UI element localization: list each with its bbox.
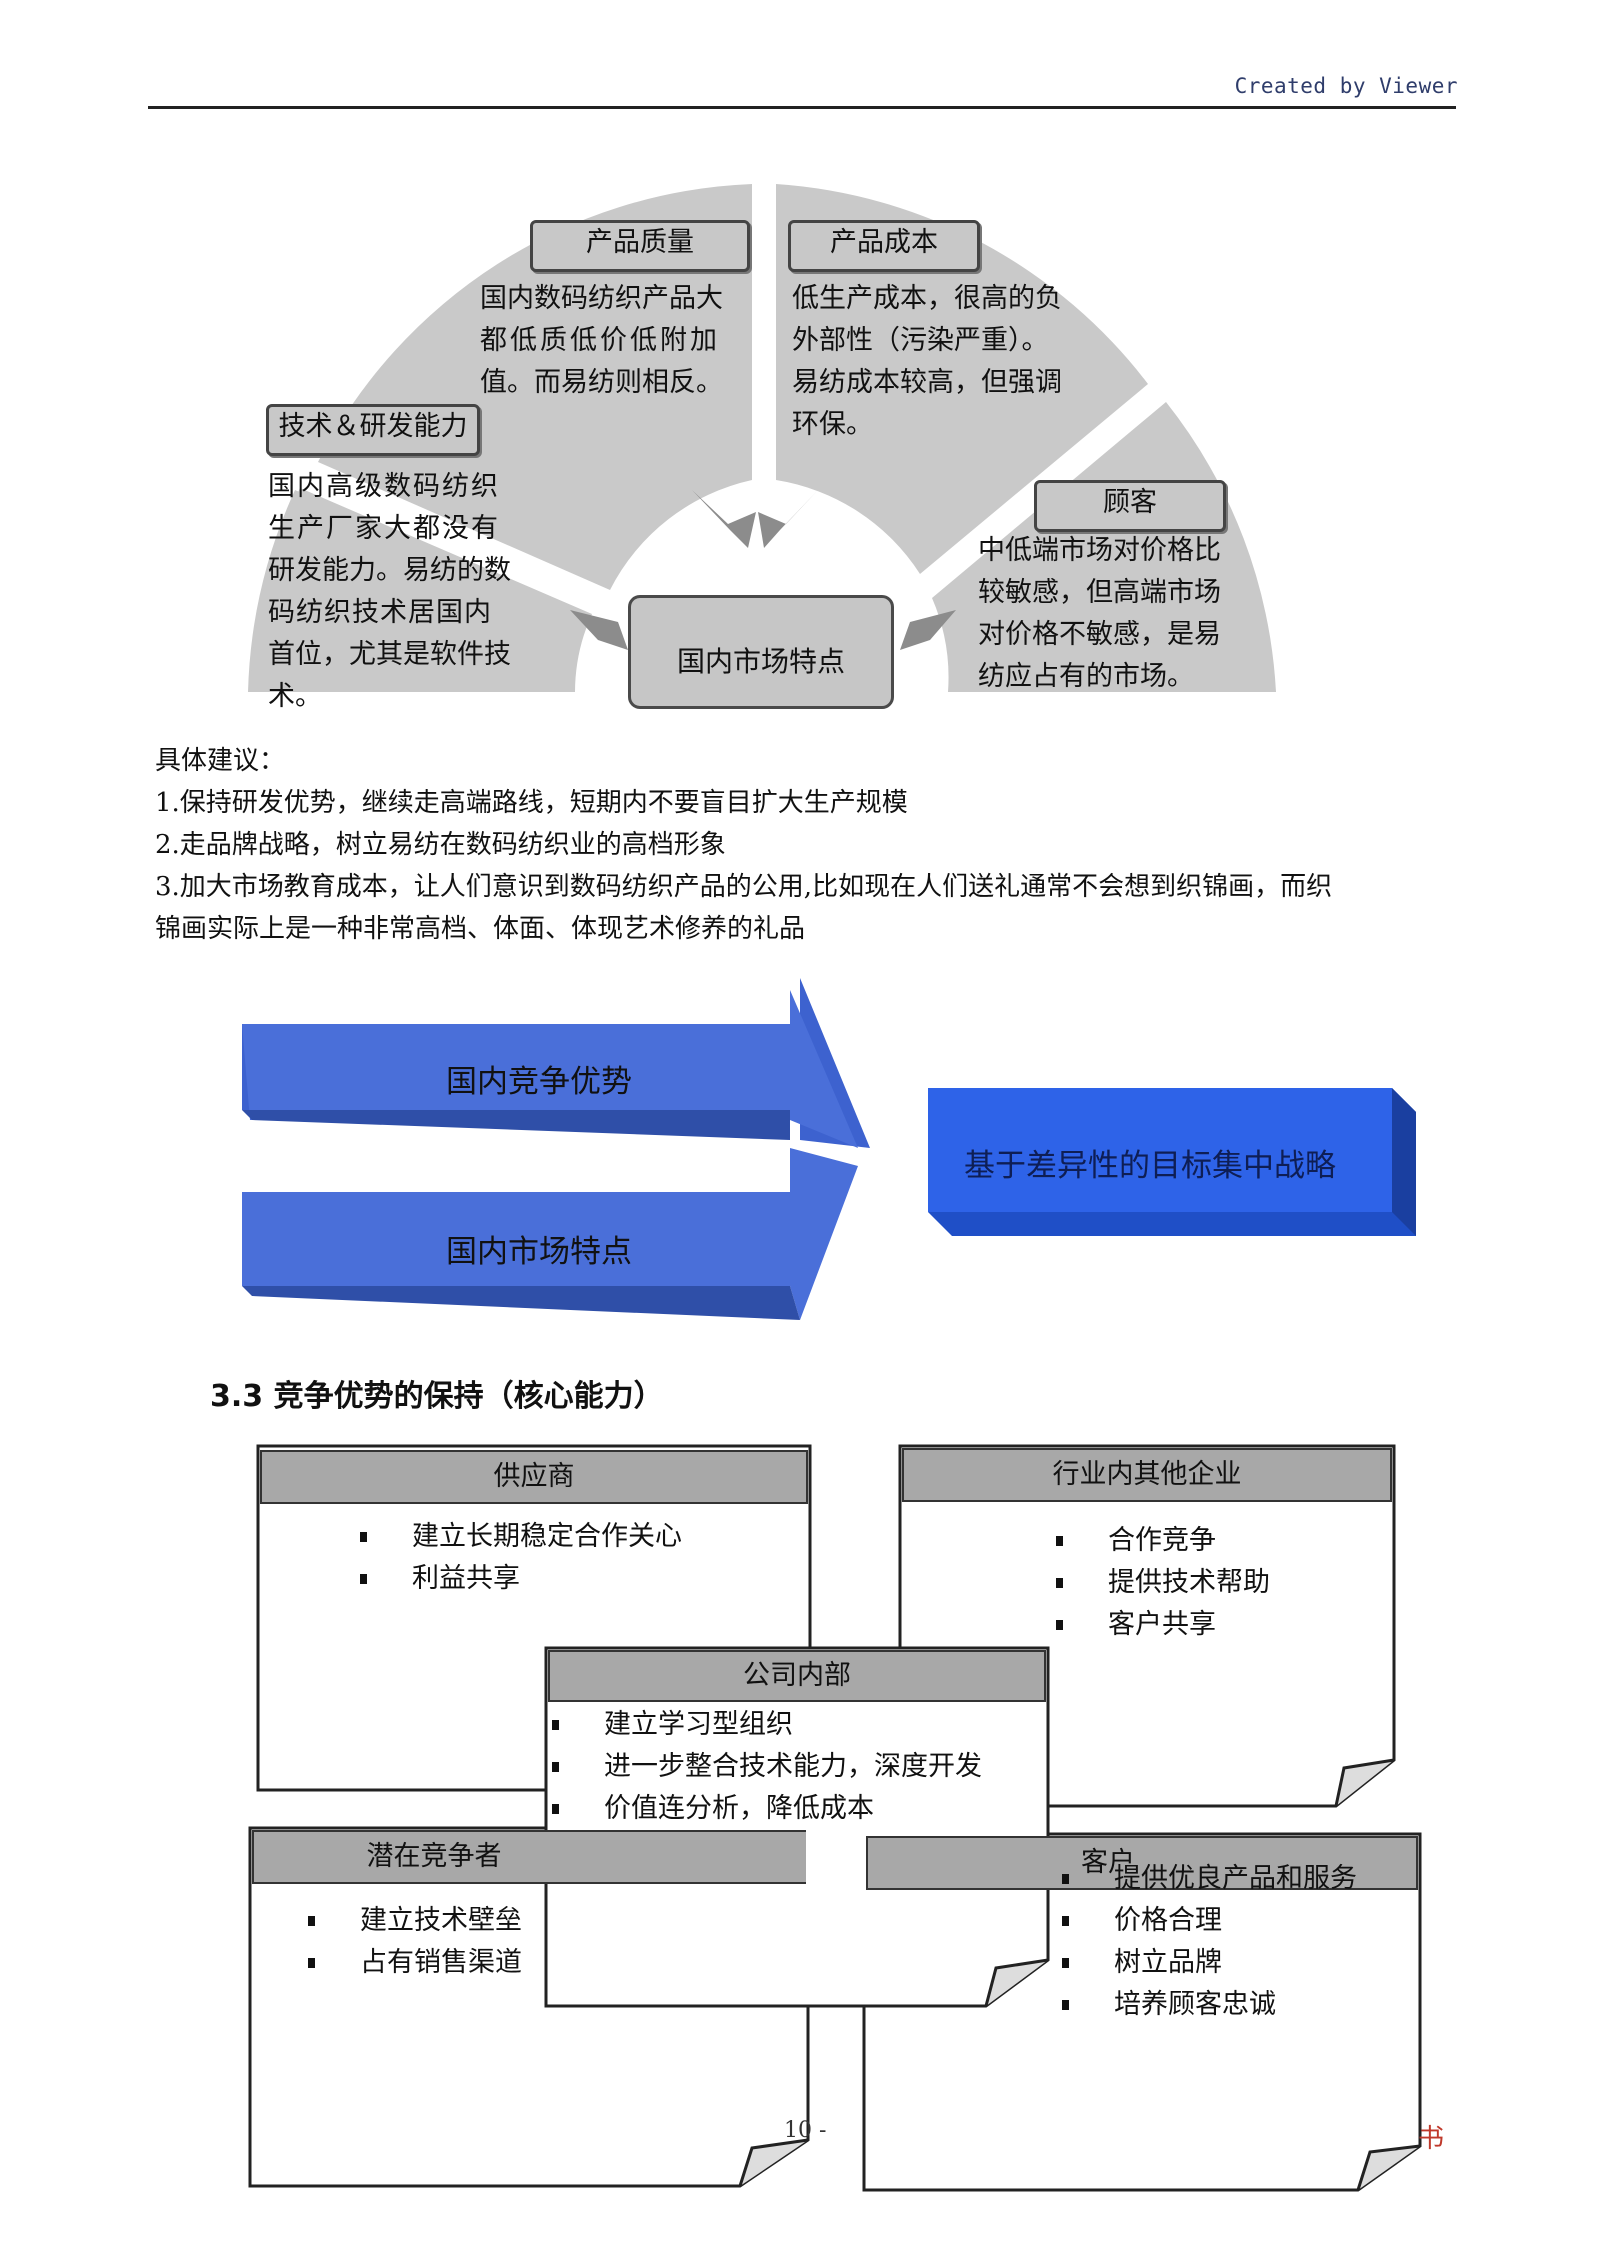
fan-sector-customer [932,402,1276,692]
arrow-quality [692,490,756,548]
fan-center-box: 国内市场特点 [628,595,894,709]
card-list-customer: 提供优良产品和服务 价格合理 树立品牌 培养顾客忠诚 [1062,1858,1357,2026]
card-list-potential: 建立技术壁垒 占有销售渠道 [308,1900,522,1984]
list-item: 客户共享 [1056,1604,1270,1646]
card-list-internal: 建立学习型组织 进一步整合技术能力，深度开发 价值连分析，降低成本 [552,1704,982,1830]
list-item: 占有销售渠道 [308,1942,522,1984]
header-divider [148,106,1456,109]
segment-text-tech: 国内高级数码纺织 生产厂家大都没有 研发能力。易纺的数 码纺织技术居国内 首位，… [268,471,511,712]
segment-text-quality: 国内数码纺织产品大 都低质低价低附加 值。而易纺则相反。 [480,283,723,398]
arrow-customer [900,610,956,650]
list-item: 提供技术帮助 [1056,1562,1270,1604]
arrow-label-competitive: 国内竞争优势 [446,1064,632,1100]
arrow-cost [758,490,818,548]
page-number: 10 - [784,2118,827,2143]
target-label: 基于差异性的目标集中战略 [964,1148,1336,1184]
segment-title-tech: 技术＆研发能力 [266,404,480,456]
card-list-supplier: 建立长期稳定合作关心 利益共享 [360,1516,682,1600]
segment-text-cost: 低生产成本，很高的负 外部性（污染严重）。 易纺成本较高，但强调 环保。 [792,283,1062,440]
segment-title-quality: 产品质量 [530,220,750,272]
fan-sector-cost [776,184,1148,574]
list-item: 建立学习型组织 [552,1704,982,1746]
arrow-label-market: 国内市场特点 [446,1234,632,1270]
strategy-diagram [242,978,1416,1320]
fan-center-label: 国内市场特点 [676,645,845,678]
header-text: Created by Viewer [1234,74,1458,98]
fan-sector-quality [318,184,752,590]
suggestions-heading: 具体建议： [155,746,286,776]
segment-title-customer: 顾客 [1034,480,1226,532]
suggestion-item: 1.保持研发优势，继续走高端路线，短期内不要盲目扩大生产规模 [155,788,908,818]
list-item: 建立技术壁垒 [308,1900,522,1942]
list-item: 价格合理 [1062,1900,1357,1942]
arrow-market-features [242,1148,858,1320]
suggestion-item: 2.走品牌战略，树立易纺在数码纺织业的高档形象 [155,830,726,860]
list-item: 培养顾客忠诚 [1062,1984,1357,2026]
segment-title-cost: 产品成本 [788,220,980,272]
arrow-tech [570,610,628,650]
list-item: 价值连分析，降低成本 [552,1788,982,1830]
list-item: 提供优良产品和服务 [1062,1858,1357,1900]
card-title-potential: 潜在竞争者 [252,1830,806,1884]
list-item: 进一步整合技术能力，深度开发 [552,1746,982,1788]
section-title: 3.3 竞争优势的保持（核心能力） [210,1379,664,1414]
list-item: 利益共享 [360,1558,682,1600]
card-title-customer: 客户 [866,1836,1418,1890]
card-title-internal: 公司内部 [548,1650,1046,1702]
card-title-supplier: 供应商 [260,1450,808,1504]
card-title-industry: 行业内其他企业 [902,1448,1392,1502]
red-character: 书 [1418,2124,1445,2154]
suggestion-item: 锦画实际上是一种非常高档、体面、体现艺术修养的礼品 [155,914,806,944]
card-list-industry: 合作竞争 提供技术帮助 客户共享 [1056,1520,1270,1646]
suggestion-item: 3.加大市场教育成本，让人们意识到数码纺织产品的公用,比如现在人们送礼通常不会想… [155,872,1333,902]
list-item: 合作竞争 [1056,1520,1270,1562]
list-item: 树立品牌 [1062,1942,1357,1984]
list-item: 建立长期稳定合作关心 [360,1516,682,1558]
segment-text-customer: 中低端市场对价格比 较敏感，但高端市场 对价格不敏感，是易 纺应占有的市场。 [978,535,1221,692]
